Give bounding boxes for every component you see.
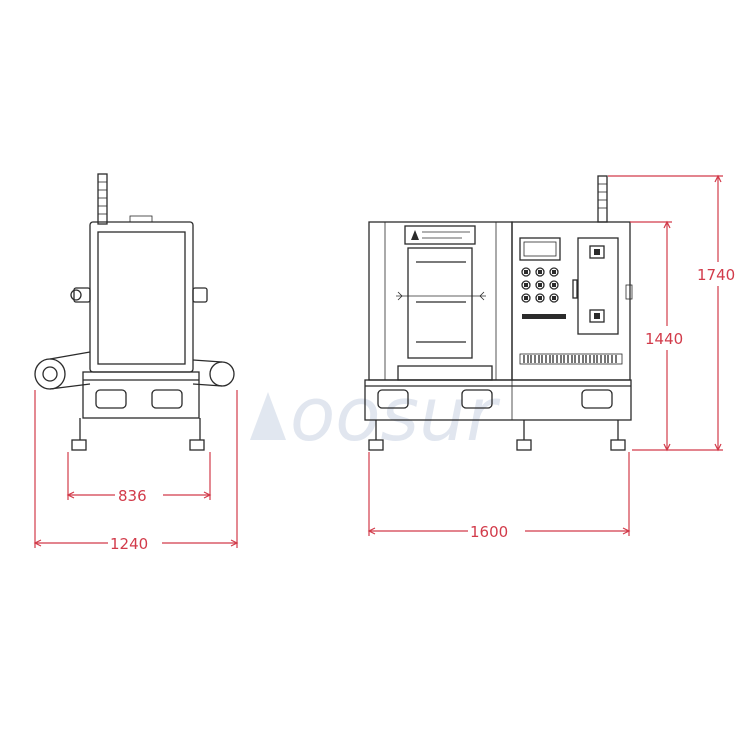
watermark-logo-icon	[250, 392, 286, 440]
side-cabinet	[89, 221, 194, 373]
control-display	[519, 237, 561, 261]
side-top-cap	[129, 215, 153, 223]
watermark: oosur	[250, 372, 501, 458]
front-left-cabinet	[368, 221, 513, 381]
front-base-slot-1	[377, 389, 409, 409]
side-base-slot-right	[151, 389, 183, 409]
dim-1740: 1740	[608, 174, 735, 452]
side-roller-left	[34, 358, 66, 390]
side-window	[97, 231, 186, 365]
control-panel	[577, 237, 619, 335]
dim-label-1740: 1740	[697, 266, 735, 284]
side-base-slot-left	[95, 389, 127, 409]
front-roll-frame	[407, 247, 473, 359]
front-nameplate	[404, 225, 476, 245]
front-foot-3	[610, 439, 626, 451]
dim-1600: 1600	[367, 452, 631, 541]
barcode-strip	[519, 353, 623, 365]
control-keypad	[521, 267, 559, 303]
side-knob-right	[192, 287, 208, 303]
control-switch-top	[589, 245, 605, 259]
dim-1240: 1240	[33, 390, 239, 553]
control-handle	[572, 279, 578, 299]
front-base-slot-2	[461, 389, 493, 409]
dim-label-1600: 1600	[470, 523, 508, 541]
dim-label-1440: 1440	[645, 330, 683, 348]
dim-label-836: 836	[118, 487, 147, 505]
control-switch-bottom	[589, 309, 605, 323]
side-base-frame	[82, 371, 200, 419]
front-foot-1	[368, 439, 384, 451]
watermark-text: oosur	[290, 372, 501, 458]
front-base-frame	[364, 379, 632, 421]
side-roller-right	[209, 361, 235, 387]
side-knob-left	[73, 287, 91, 303]
side-foot-left	[71, 439, 87, 451]
front-foot-2	[516, 439, 532, 451]
nameplate-logo-icon	[411, 230, 419, 240]
dim-1440: 1440	[630, 220, 683, 452]
front-base-slot-3	[581, 389, 613, 409]
side-foot-right	[189, 439, 205, 451]
front-top-rail	[597, 175, 608, 223]
side-view	[34, 173, 235, 451]
front-view	[364, 175, 633, 451]
dim-836: 836	[66, 452, 212, 505]
dim-label-1240: 1240	[110, 535, 148, 553]
side-top-rail	[97, 173, 108, 225]
control-label-strip	[522, 314, 566, 319]
